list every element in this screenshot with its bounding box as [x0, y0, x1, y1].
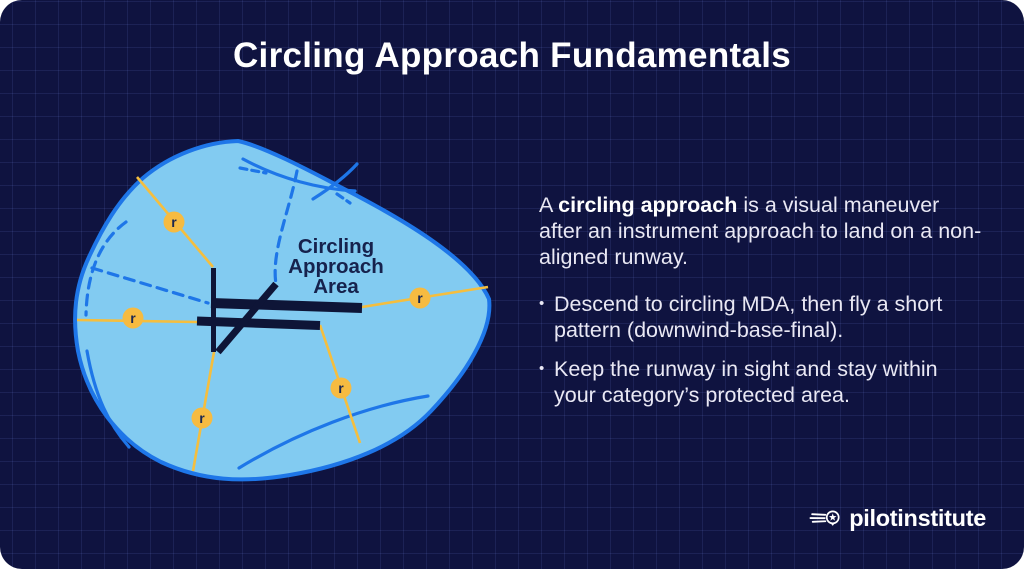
intro-prefix: A [539, 193, 559, 217]
radius-marker: r [122, 307, 144, 329]
radius-marker: r [409, 287, 431, 309]
arc-bottom-left [85, 349, 131, 449]
radius-marker: r [163, 211, 185, 233]
bullet-glyph: • [539, 360, 545, 377]
pilot-institute-logo-icon [809, 510, 840, 526]
dashed-segment-top-left [238, 166, 268, 175]
bullet-text: Descend to circling MDA, then fly a shor… [554, 292, 943, 342]
dashed-segment-top-right [335, 192, 352, 205]
runway-horizontal-lower [196, 316, 321, 330]
dashed-arc-top [273, 169, 299, 286]
intro-paragraph: A circling approach is a visual maneuver… [539, 192, 982, 270]
runway-horizontal-upper [210, 298, 363, 313]
runway-diagonal [215, 281, 279, 355]
radius-marker-label: r [199, 410, 205, 426]
radius-marker-circle [409, 287, 431, 309]
arc-bottom-right [237, 394, 430, 470]
radius-marker-label: r [171, 214, 177, 230]
radius-marker-label: r [338, 380, 344, 396]
radius-marker: r [191, 407, 213, 429]
area-label-line: Approach [288, 255, 384, 278]
brand-logo: pilotinstitute [803, 503, 986, 534]
area-label-line: Area [313, 275, 359, 298]
bullet-item: • Keep the runway in sight and stay with… [539, 356, 982, 408]
arc-top [241, 157, 357, 193]
arc-top-cross [311, 162, 359, 201]
radius-marker: r [330, 377, 352, 399]
brand-name: pilotinstitute [849, 505, 986, 531]
radius-marker-label: r [417, 290, 423, 306]
page-title: Circling Approach Fundamentals [232, 36, 792, 75]
bullet-glyph: • [539, 295, 545, 312]
radius-marker-label: r [130, 310, 136, 326]
radius-marker-circle [122, 307, 144, 329]
intro-rest: is a visual maneuver after an instrument… [539, 193, 982, 269]
bullet-text: Keep the runway in sight and stay within… [554, 357, 938, 407]
bullet-item: • Descend to circling MDA, then fly a sh… [539, 291, 982, 343]
area-label-line: Circling [298, 235, 374, 258]
intro-bold-phrase: circling approach [558, 193, 738, 217]
radius-marker-circle [191, 407, 213, 429]
dashed-arc-left [84, 220, 128, 317]
radius-marker-circle [163, 211, 185, 233]
description-panel: A circling approach is a visual maneuver… [539, 192, 982, 421]
dashed-line-left [90, 266, 210, 305]
radius-marker-circle [330, 377, 352, 399]
